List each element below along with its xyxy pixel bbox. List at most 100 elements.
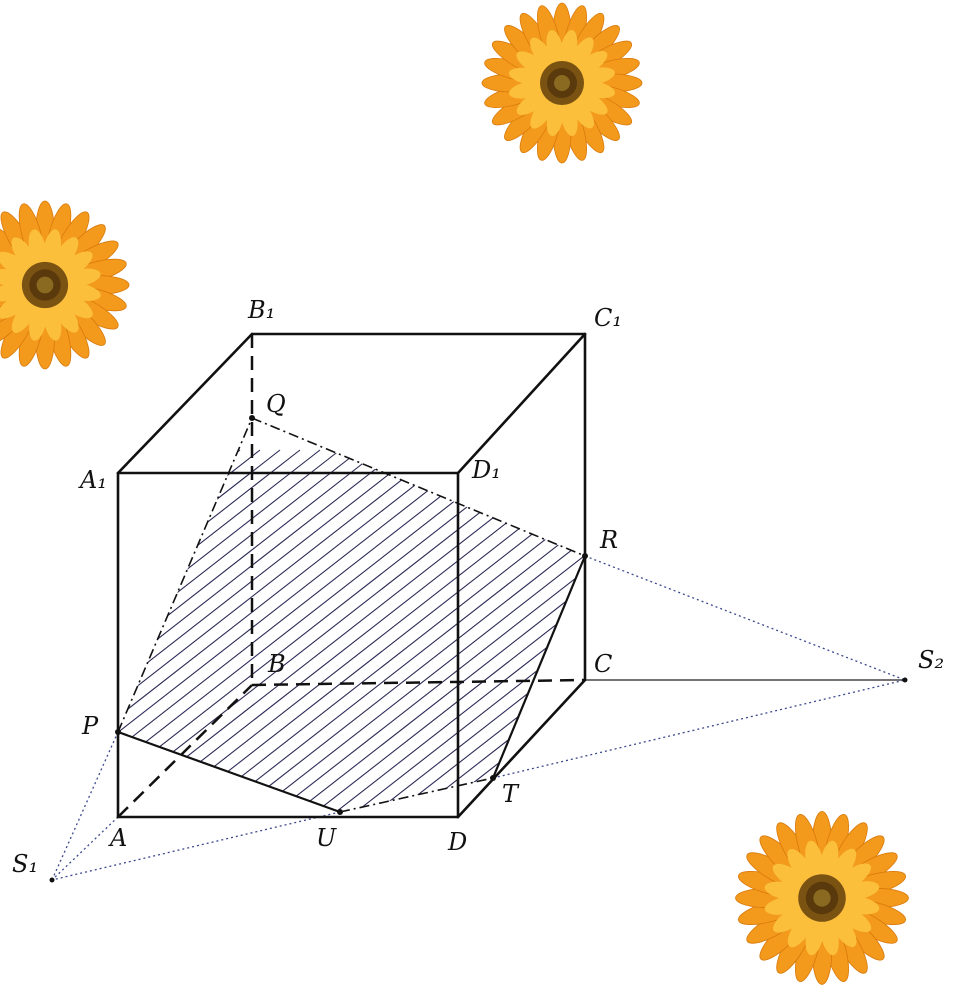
hatch-line <box>820 450 959 840</box>
hatch-line <box>860 450 959 840</box>
hatch-line <box>640 450 959 840</box>
hatch-line <box>239 449 585 812</box>
edge-p-q <box>117 417 253 733</box>
hatch-line <box>339 449 585 812</box>
hatch-line <box>940 450 959 840</box>
edge-u-t <box>339 777 494 813</box>
hatch-line <box>118 449 361 812</box>
construction-lines <box>51 555 906 881</box>
hatch-line <box>459 449 585 812</box>
edge-c-d <box>456 678 587 819</box>
hatch-line <box>118 449 321 812</box>
flower-top <box>481 2 643 164</box>
hatch-line <box>479 449 585 812</box>
label-u: U <box>316 824 337 852</box>
points <box>49 415 908 883</box>
label-s2: S₂ <box>918 646 944 674</box>
label-c: C <box>594 650 612 678</box>
hatch-line <box>279 449 585 812</box>
hatch-line <box>419 449 585 812</box>
hatch-line <box>359 449 585 812</box>
hatch-line <box>579 449 585 812</box>
vertex-labels: B₁ C₁ Q A₁ D₁ R B C S₂ P T A U D S₁ <box>12 296 944 878</box>
point-p <box>115 729 121 735</box>
hatch-line <box>379 449 585 812</box>
flower-left <box>0 200 130 370</box>
hatch-line <box>499 449 585 812</box>
label-d1: D₁ <box>471 456 501 484</box>
edge-b-c <box>251 678 586 687</box>
hatch-line <box>399 449 585 812</box>
hatch-line <box>660 450 959 840</box>
label-a: A <box>108 824 127 852</box>
hatch-line <box>319 449 585 812</box>
hatch-line <box>219 449 585 812</box>
hatch-line <box>118 449 501 812</box>
hatch-line <box>920 450 959 840</box>
flower-bottom-right <box>735 811 909 985</box>
hatch-line <box>118 449 341 812</box>
line-a-s1 <box>51 816 119 881</box>
hatch-line <box>600 450 959 840</box>
hatch-line <box>118 449 261 812</box>
hatch-line <box>118 449 541 812</box>
section-hidden-edges <box>117 417 586 813</box>
hatch-line <box>118 449 521 812</box>
hatch-line <box>118 449 161 812</box>
edge-a-b <box>117 684 253 818</box>
hatch-line <box>620 450 959 840</box>
hidden-edges <box>117 334 586 818</box>
point-t <box>490 775 496 781</box>
label-c1: C₁ <box>594 304 622 332</box>
hatch-line <box>840 450 959 840</box>
edge-c1-d1 <box>456 332 587 475</box>
hatch-line <box>119 449 585 812</box>
hatch-line <box>199 449 585 812</box>
hatch-line <box>800 450 959 840</box>
hatch-line <box>118 449 401 812</box>
edge-a1-b1 <box>116 332 254 475</box>
label-q: Q <box>266 390 286 418</box>
hatch-line <box>539 449 585 812</box>
label-p: P <box>81 712 99 740</box>
label-d: D <box>447 828 467 856</box>
line-r-s2 <box>584 555 906 681</box>
hatch-line <box>0 450 20 840</box>
hatch-line <box>0 450 100 840</box>
label-b: B <box>267 650 286 678</box>
hatch-line <box>118 449 281 812</box>
edge-q-r <box>251 417 586 557</box>
hatch-line <box>299 449 585 812</box>
point-q <box>249 415 255 421</box>
hatch-line <box>720 450 959 840</box>
hatch-line <box>118 449 481 812</box>
hatch-line <box>118 449 461 812</box>
hatch-line <box>118 449 241 812</box>
point-r <box>582 553 588 559</box>
visible-edges <box>116 332 587 819</box>
hatch-line <box>0 450 40 840</box>
line-p-s1 <box>51 731 119 881</box>
hatch-line <box>700 450 959 840</box>
hatch-line <box>118 449 561 812</box>
hatch-line <box>179 449 585 812</box>
hatch-line <box>118 449 121 812</box>
section-visible-edges <box>117 555 587 814</box>
point-u <box>337 809 343 815</box>
point-s2 <box>902 677 908 683</box>
label-t: T <box>502 780 520 808</box>
hatch-line <box>259 449 585 812</box>
label-r: R <box>599 526 618 554</box>
hatch-line <box>680 450 959 840</box>
hatch-line <box>118 449 441 812</box>
hatch-line <box>559 449 585 812</box>
edge-p-u <box>117 730 341 814</box>
hatch-line <box>118 449 301 812</box>
hatch-line <box>760 450 959 840</box>
hatch-line <box>880 450 959 840</box>
hatch-line <box>780 450 959 840</box>
line-t-s2 <box>492 679 906 779</box>
label-a1: A₁ <box>78 466 107 494</box>
line-u-s1 <box>51 811 341 881</box>
